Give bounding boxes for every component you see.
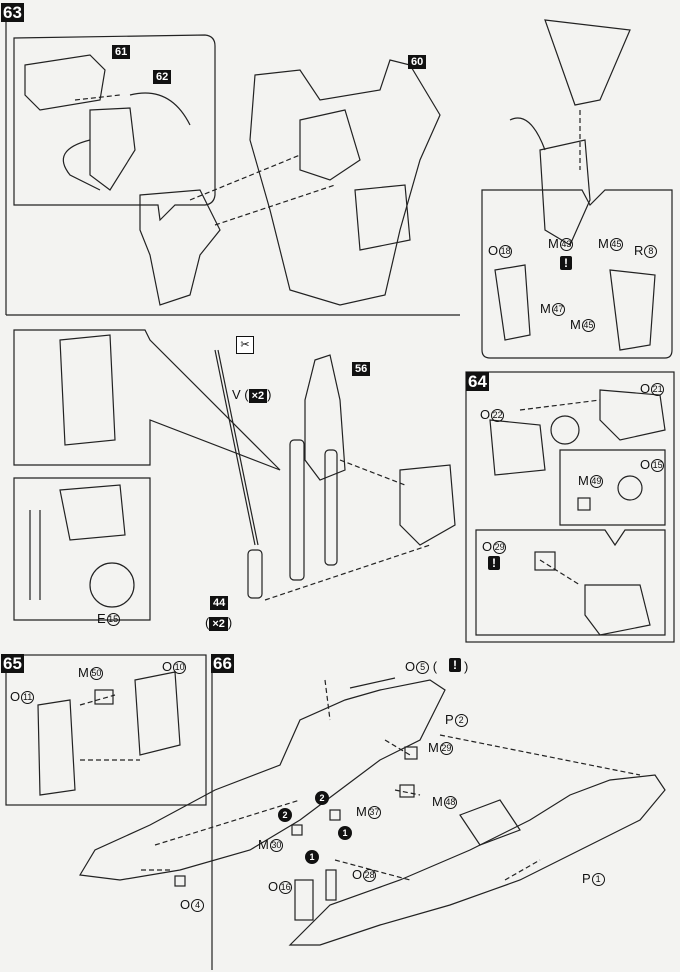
label-x2b: (×2) xyxy=(205,615,233,631)
part-tag-60: 60 xyxy=(408,55,427,70)
step-63: 63 xyxy=(1,3,24,22)
part-tag-61: 61 xyxy=(112,45,131,60)
step-64: 64 xyxy=(466,372,489,391)
part-tag-44: 44 xyxy=(210,596,229,611)
marker-2b: 2 xyxy=(282,810,287,820)
nipper-icon: ✂ xyxy=(236,336,254,354)
label-o5-close: ) xyxy=(464,659,469,674)
marker-2a: 2 xyxy=(319,793,324,803)
marker-1a: 1 xyxy=(342,828,347,838)
step-65: 65 xyxy=(1,654,24,673)
marker-1b: 1 xyxy=(309,852,314,862)
step-66: 66 xyxy=(211,654,234,673)
label-v: V (×2) xyxy=(232,387,272,403)
part-tag-56: 56 xyxy=(352,362,371,377)
part-tag-62: 62 xyxy=(153,70,172,85)
warning-icon: ! xyxy=(449,658,461,672)
warning-icon: ! xyxy=(560,256,572,270)
warning-icon: ! xyxy=(488,556,500,570)
